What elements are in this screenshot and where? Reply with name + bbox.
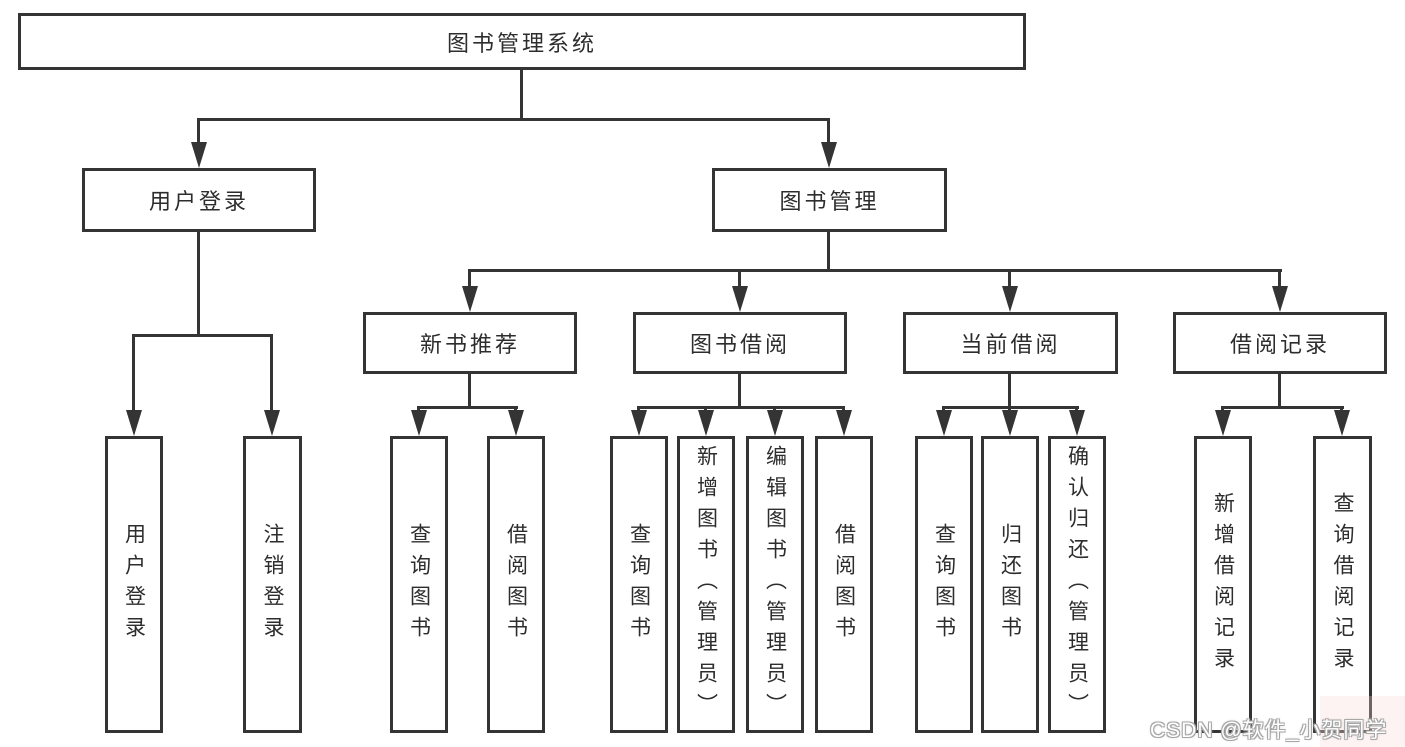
connector-drop-level3 [738, 269, 741, 290]
connector-drop-level3 [468, 269, 471, 290]
arrow-down-icon [1002, 410, 1018, 436]
leaf-logout: 注销登录 [243, 436, 302, 733]
leaf-query-books: 查询图书 [915, 436, 973, 733]
arrow-down-icon [1002, 286, 1018, 312]
leaf-return-book: 归还图书 [981, 436, 1039, 733]
connector-drop-level3 [1008, 269, 1011, 290]
connector-drop-level3 [1278, 269, 1281, 290]
arrow-down-icon [631, 410, 647, 436]
connector-drop-user-login [197, 118, 200, 146]
connector-stem [468, 372, 471, 409]
node-book-management: 图书管理 [712, 168, 947, 232]
arrow-down-icon [1215, 410, 1231, 436]
node-user-login: 用户登录 [82, 168, 316, 232]
leaf-query-books: 查询图书 [390, 436, 448, 733]
connector-user-login-crossbar [132, 334, 273, 337]
connector-crossbar [1221, 406, 1344, 409]
node-book-borrowing: 图书借阅 [633, 312, 847, 374]
arrow-down-icon [264, 410, 280, 436]
arrow-down-icon [836, 410, 852, 436]
arrow-down-icon [191, 142, 207, 168]
arrow-down-icon [767, 410, 783, 436]
connector-stem [1278, 372, 1281, 409]
arrow-down-icon [1069, 410, 1085, 436]
connector-root-crossbar [197, 118, 830, 121]
connector-stem [1008, 372, 1011, 409]
leaf-edit-book-admin: 编辑图书（管理员） [746, 436, 804, 733]
connector-crossbar [637, 406, 844, 409]
arrow-down-icon [508, 410, 524, 436]
connector-drop-leaf [132, 334, 135, 414]
leaf-confirm-return-admin: 确认归还（管理员） [1048, 436, 1106, 733]
watermark-tint [1320, 696, 1405, 747]
leaf-user-login: 用户登录 [105, 436, 163, 733]
arrow-down-icon [462, 286, 478, 312]
connector-book-management-stem [827, 231, 830, 272]
arrow-down-icon [1272, 286, 1288, 312]
arrow-down-icon [411, 410, 427, 436]
watermark-text: CSDN @软件_小贺同学 [1150, 719, 1388, 742]
leaf-query-borrow-record: 查询借阅记录 [1313, 436, 1372, 733]
connector-user-login-stem [197, 231, 200, 337]
connector-crossbar [417, 406, 518, 409]
connector-drop-leaf [270, 334, 273, 414]
arrow-down-icon [936, 410, 952, 436]
leaf-query-books: 查询图书 [610, 436, 668, 733]
connector-book-management-crossbar [468, 269, 1282, 272]
connector-drop-book-management [827, 118, 830, 146]
leaf-add-book-admin: 新增图书（管理员） [677, 436, 735, 733]
arrow-down-icon [732, 286, 748, 312]
leaf-borrow-books: 借阅图书 [487, 436, 545, 733]
arrow-down-icon [821, 142, 837, 168]
node-new-book-recommendation: 新书推荐 [363, 312, 577, 374]
node-library-management-system: 图书管理系统 [18, 13, 1026, 70]
leaf-borrow-books: 借阅图书 [815, 436, 873, 733]
arrow-down-icon [126, 410, 142, 436]
connector-root-stem [520, 68, 523, 121]
leaf-add-borrow-record: 新增借阅记录 [1194, 436, 1252, 733]
arrow-down-icon [698, 410, 714, 436]
connector-stem [738, 372, 741, 409]
node-current-borrowing: 当前借阅 [903, 312, 1118, 374]
node-borrowing-records: 借阅记录 [1173, 312, 1387, 374]
arrow-down-icon [1334, 410, 1350, 436]
